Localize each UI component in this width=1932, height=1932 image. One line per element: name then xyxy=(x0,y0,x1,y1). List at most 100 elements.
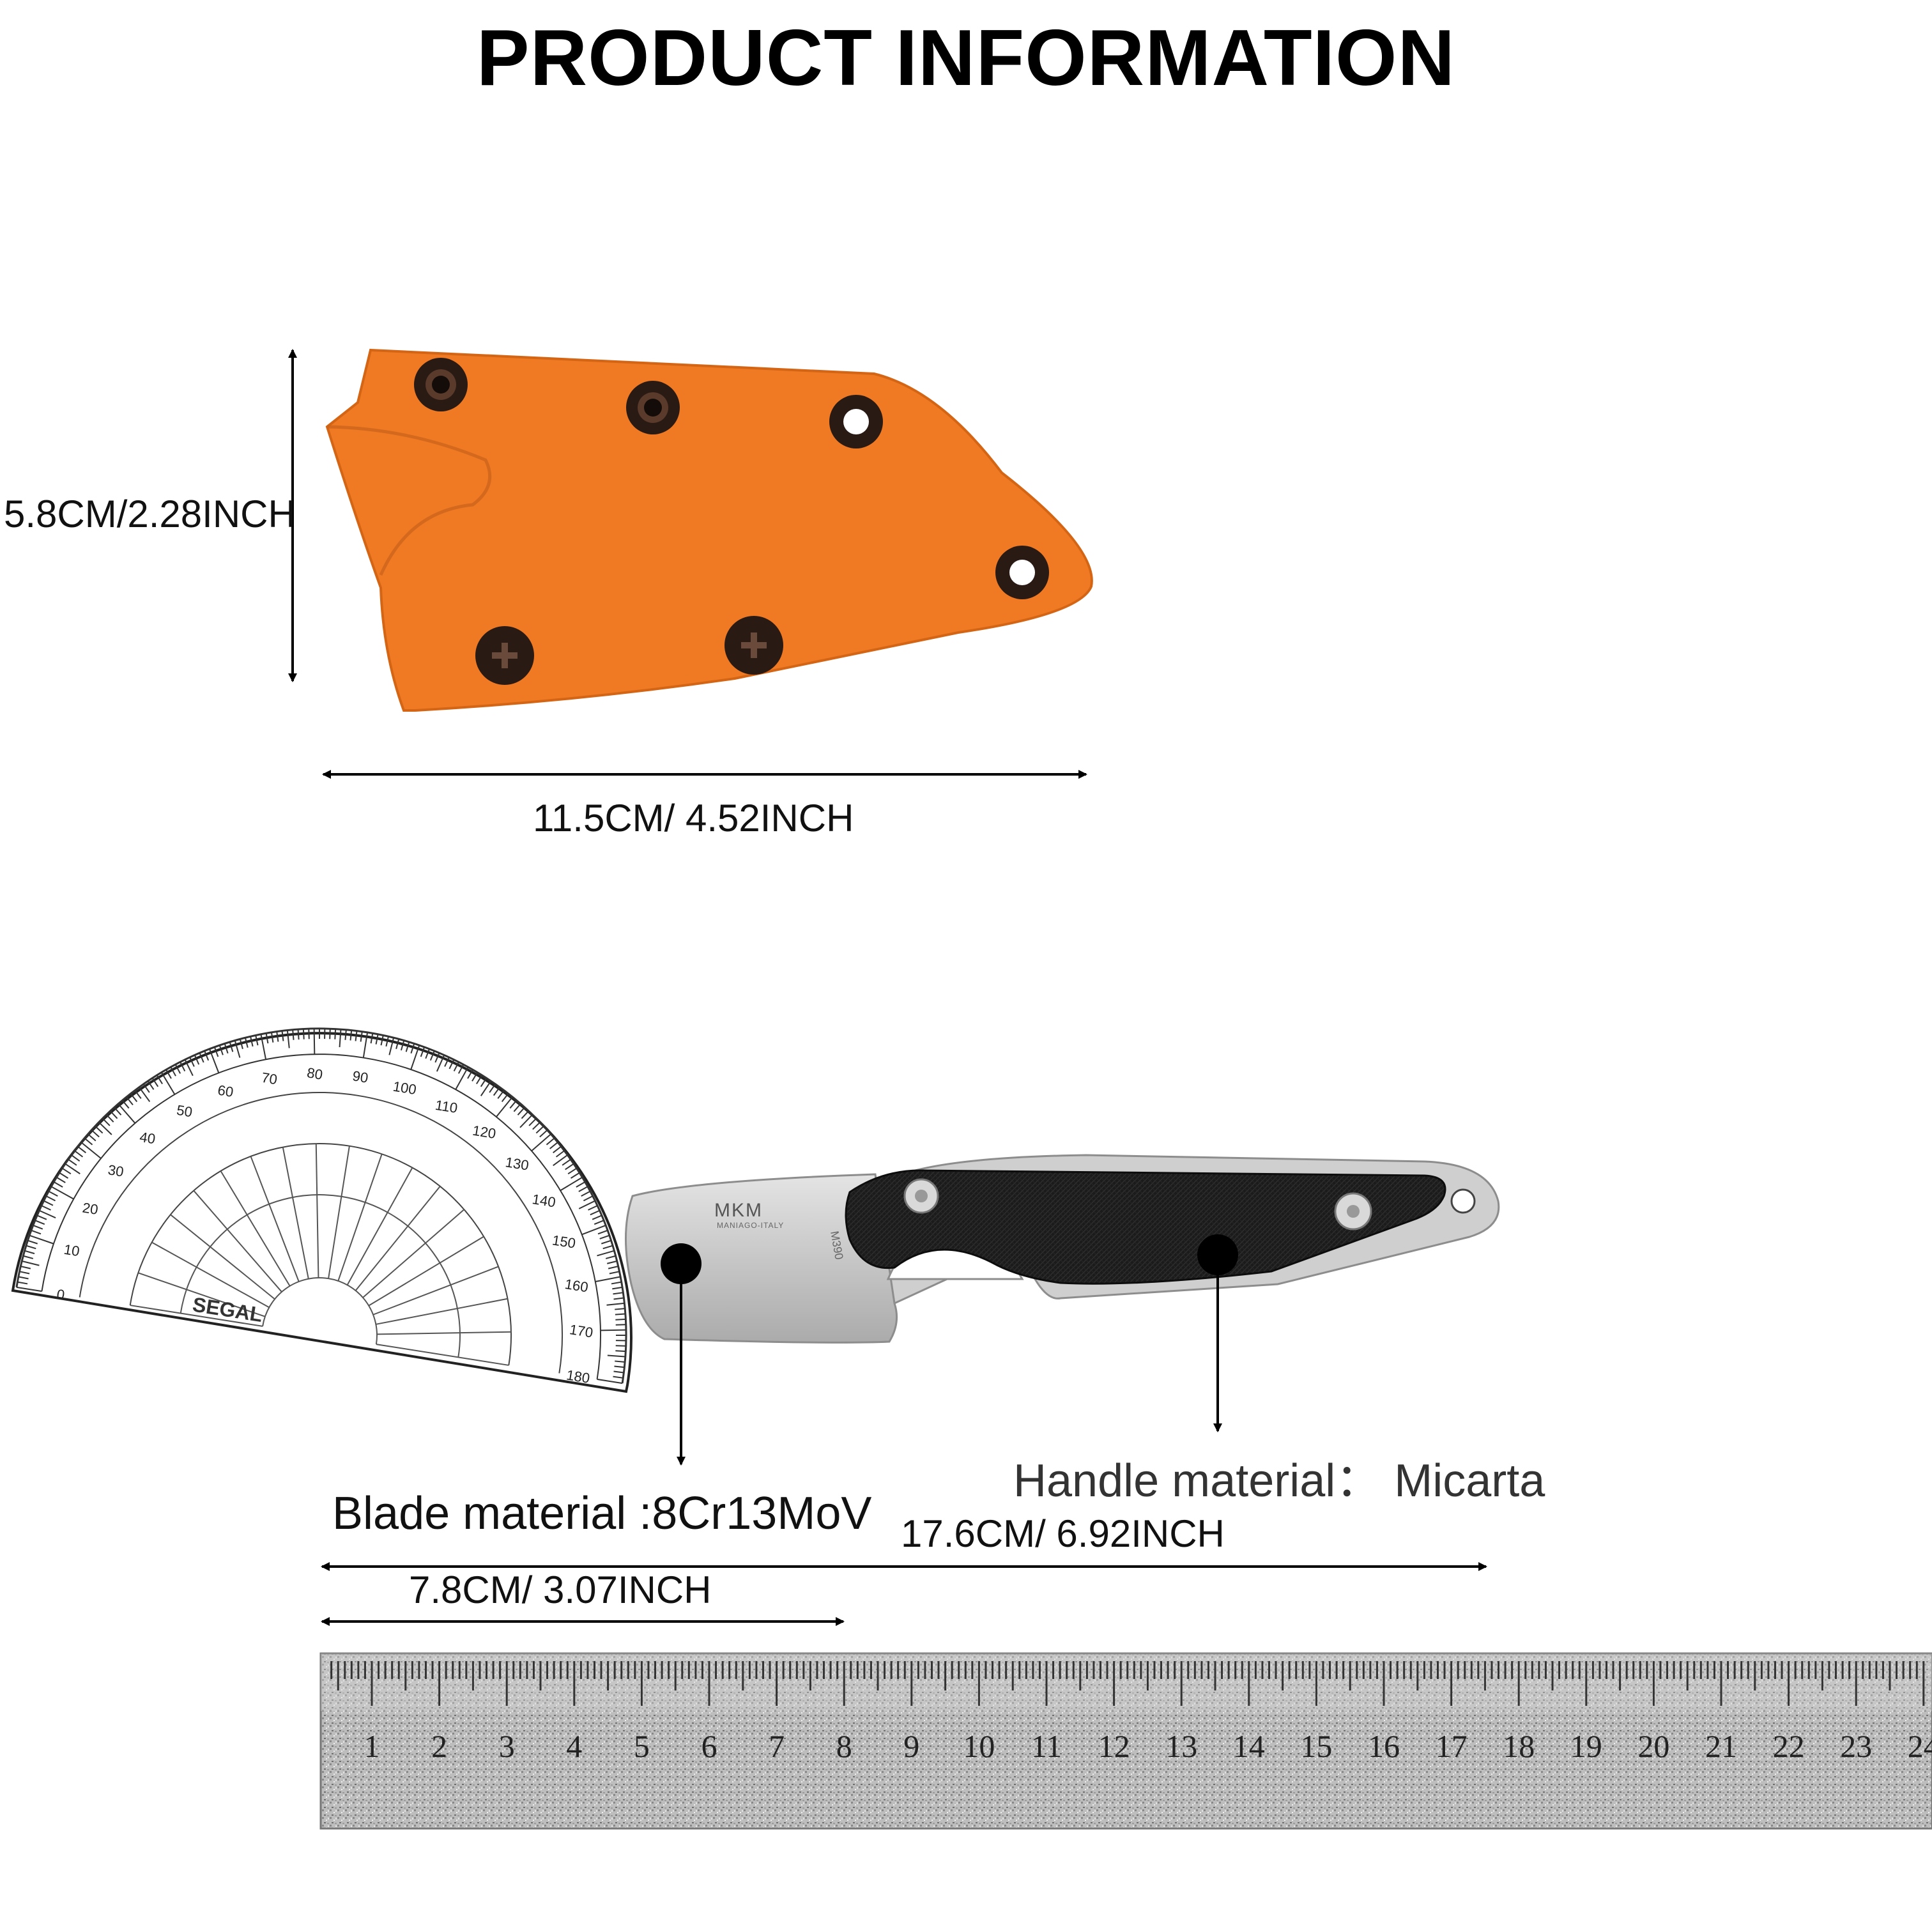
handle-callout-dot xyxy=(1197,1234,1238,1275)
protractor-tick xyxy=(24,1250,35,1255)
protractor-tick xyxy=(362,1032,369,1058)
protractor-number: 160 xyxy=(564,1276,589,1295)
protractor-tick xyxy=(509,1100,518,1109)
protractor-tick xyxy=(244,1038,249,1048)
protractor-tick xyxy=(578,1186,588,1192)
protractor-tick xyxy=(68,1158,77,1166)
protractor-tick xyxy=(615,1345,626,1347)
ruler-number: 21 xyxy=(1705,1728,1737,1764)
protractor-number: 110 xyxy=(434,1097,459,1116)
protractor-tick xyxy=(88,1133,96,1142)
protractor-number: 0 xyxy=(56,1286,66,1303)
protractor-tick xyxy=(36,1215,47,1220)
protractor-ray xyxy=(362,1209,465,1298)
protractor-tick xyxy=(606,1302,625,1306)
protractor-tick xyxy=(43,1200,54,1206)
protractor-tick xyxy=(496,1096,513,1117)
ruler-number: 22 xyxy=(1773,1728,1805,1764)
protractor-tick xyxy=(308,1029,310,1039)
protractor-ray xyxy=(376,1298,508,1325)
protractor-tick xyxy=(546,1137,555,1146)
protractor-tick xyxy=(497,1090,505,1100)
blade-material-label: Blade material :8Cr13MoV xyxy=(332,1488,872,1539)
protractor-tick xyxy=(199,1052,204,1063)
protractor-ray xyxy=(130,1305,263,1327)
ruler-ticks xyxy=(330,1661,1925,1706)
protractor-tick xyxy=(567,1167,578,1175)
protractor-tick xyxy=(615,1360,625,1363)
protractor-tick xyxy=(400,1040,405,1051)
ruler-number: 7 xyxy=(769,1728,785,1764)
protractor-tick xyxy=(576,1181,586,1188)
protractor-tick xyxy=(519,1114,533,1128)
protractor-tick xyxy=(45,1195,56,1202)
protractor-tick xyxy=(126,1096,134,1106)
protractor-tick xyxy=(453,1061,459,1072)
protractor-tick xyxy=(53,1181,63,1188)
protractor-tick xyxy=(615,1313,625,1315)
protractor-tick xyxy=(302,1029,305,1039)
protractor-number: 80 xyxy=(306,1064,324,1083)
protractor-tick xyxy=(318,1029,320,1039)
protractor-tick xyxy=(562,1158,571,1166)
ruler-number: 4 xyxy=(566,1728,582,1764)
protractor-tick xyxy=(592,1215,602,1220)
protractor-tick xyxy=(602,1245,613,1250)
ruler-number: 5 xyxy=(634,1728,650,1764)
protractor-number: 120 xyxy=(471,1123,497,1142)
protractor-tick xyxy=(553,1146,562,1154)
protractor-tick xyxy=(471,1072,479,1082)
protractor-tick xyxy=(174,1064,181,1074)
ruler-number: 15 xyxy=(1300,1728,1332,1764)
protractor-tick xyxy=(480,1080,492,1096)
protractor-tick xyxy=(539,1130,548,1138)
protractor-tick xyxy=(375,1034,379,1045)
protractor-tick xyxy=(41,1205,51,1211)
sheath-eyelet xyxy=(414,358,468,411)
protractor-tick xyxy=(56,1176,66,1183)
protractor-tick xyxy=(224,1043,229,1054)
protractor-tick xyxy=(420,1046,425,1057)
knife-handle xyxy=(845,1169,1446,1285)
ruler-number: 13 xyxy=(1165,1728,1197,1764)
protractor-ray xyxy=(328,1146,350,1279)
protractor-ray xyxy=(250,1156,300,1282)
protractor-tick xyxy=(77,1146,86,1154)
protractor-number: 140 xyxy=(531,1191,556,1210)
protractor-number: 20 xyxy=(81,1199,99,1218)
protractor-tick xyxy=(410,1043,415,1054)
protractor-rays xyxy=(130,1144,511,1366)
protractor-tick xyxy=(531,1133,551,1152)
protractor-tick xyxy=(160,1072,176,1095)
protractor-tick xyxy=(606,1260,617,1264)
ruler-number: 12 xyxy=(1098,1728,1130,1764)
protractor-tick xyxy=(601,1239,611,1245)
protractor-tick xyxy=(65,1163,80,1175)
protractor-tick xyxy=(395,1039,400,1050)
protractor-tick xyxy=(597,1229,608,1235)
protractor-number: 30 xyxy=(107,1162,125,1180)
protractor-tick xyxy=(213,1046,219,1057)
protractor-tick xyxy=(276,1031,279,1042)
protractor-tick xyxy=(410,1045,420,1070)
protractor-tick xyxy=(31,1229,42,1235)
sheath-eyelet xyxy=(626,381,680,434)
total-length-label: 17.6CM/ 6.92INCH xyxy=(901,1512,1225,1555)
protractor-tick xyxy=(204,1050,210,1061)
protractor-tick xyxy=(209,1048,220,1073)
protractor-tick xyxy=(429,1050,435,1061)
blade-brand-sub: MANIAGO-ITALY xyxy=(717,1221,784,1230)
protractor-tick xyxy=(517,1107,525,1116)
protractor-tick xyxy=(613,1297,624,1300)
ruler-number: 11 xyxy=(1031,1728,1062,1764)
blade-callout-dot xyxy=(661,1243,702,1284)
protractor-tick xyxy=(615,1308,625,1310)
protractor-tick xyxy=(34,1220,45,1225)
lanyard-hole xyxy=(1450,1188,1476,1214)
ruler-number: 10 xyxy=(963,1728,995,1764)
ruler-number: 2 xyxy=(431,1728,447,1764)
protractor-tick xyxy=(265,1033,269,1044)
protractor-tick xyxy=(29,1234,54,1245)
protractor-ray xyxy=(151,1241,270,1308)
